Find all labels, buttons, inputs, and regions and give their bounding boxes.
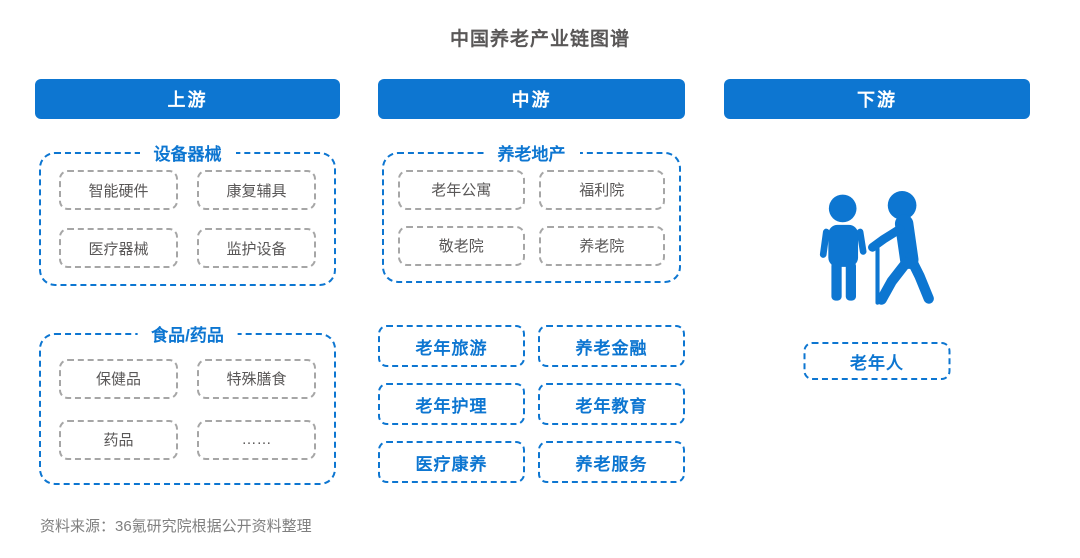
item-pension-finance: 养老金融 (538, 325, 685, 367)
item-special-diet: 特殊膳食 (197, 358, 316, 399)
item-senior-apartment: 老年公寓 (398, 169, 525, 210)
group-food-medicine-label: 食品/药品 (137, 321, 238, 346)
column-downstream: 下游 (724, 79, 1030, 499)
item-health-products: 保健品 (59, 358, 178, 399)
group-senior-real-estate: 养老地产 老年公寓 福利院 敬老院 养老院 (382, 140, 681, 283)
group-food-medicine-items: 保健品 特殊膳食 药品 …… (39, 333, 336, 485)
column-header-upstream: 上游 (35, 79, 340, 119)
group-equipment: 设备器械 智能硬件 康复辅具 医疗器械 监护设备 (39, 140, 336, 286)
group-senior-real-estate-label: 养老地产 (483, 140, 580, 165)
column-midstream: 中游 养老地产 老年公寓 福利院 敬老院 养老院 老年旅游 养老金融 老年护理 … (378, 79, 685, 499)
item-medical-wellness: 医疗康养 (378, 441, 525, 483)
item-senior-nursing: 老年护理 (378, 383, 525, 425)
group-equipment-label: 设备器械 (139, 140, 236, 165)
column-header-downstream: 下游 (724, 79, 1030, 119)
elderly-people-icon (814, 190, 940, 321)
data-source-note: 资料来源：36氪研究院根据公开资料整理 (40, 518, 312, 535)
page-title: 中国养老产业链图谱 (449, 29, 630, 50)
group-food-medicine: 食品/药品 保健品 特殊膳食 药品 …… (39, 321, 336, 485)
group-senior-real-estate-items: 老年公寓 福利院 敬老院 养老院 (382, 152, 681, 283)
column-header-midstream: 中游 (378, 79, 685, 119)
item-monitoring-equipment: 监护设备 (197, 228, 316, 268)
item-medicine: 药品 (59, 419, 178, 460)
item-senior-education: 老年教育 (538, 383, 685, 425)
item-rehab-aids: 康复辅具 (197, 170, 316, 210)
item-elderly-care-service: 养老服务 (538, 441, 685, 483)
item-senior-tourism: 老年旅游 (378, 325, 525, 367)
item-smart-hardware: 智能硬件 (59, 170, 178, 210)
item-respect-home: 敬老院 (398, 225, 525, 266)
group-equipment-items: 智能硬件 康复辅具 医疗器械 监护设备 (39, 152, 336, 286)
midstream-service-items: 老年旅游 养老金融 老年护理 老年教育 医疗康养 养老服务 (378, 325, 685, 483)
item-nursing-home: 养老院 (538, 225, 665, 266)
item-medical-devices: 医疗器械 (59, 228, 178, 268)
item-welfare-home: 福利院 (538, 169, 665, 210)
column-upstream: 上游 设备器械 智能硬件 康复辅具 医疗器械 监护设备 食品/药品 保健品 特殊… (35, 79, 340, 499)
item-elderly-consumer: 老年人 (803, 342, 951, 380)
item-ellipsis: …… (197, 419, 316, 460)
